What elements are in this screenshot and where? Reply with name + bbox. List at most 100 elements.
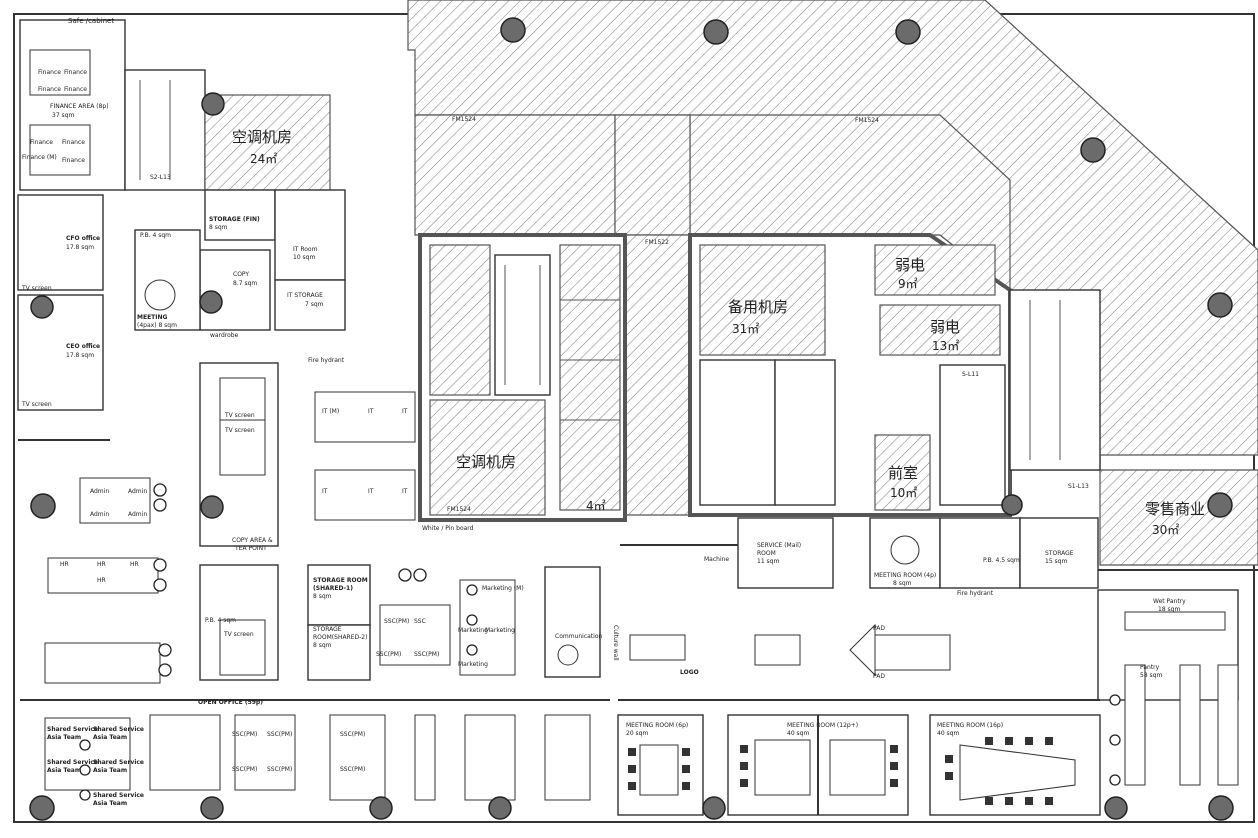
label-front-room: 前室 [888, 464, 919, 482]
label-meeting-12: MEETING ROOM (12p+) [787, 722, 859, 729]
label-storage-shared1-size: 8 sqm [313, 593, 332, 600]
label-ac-room-1: 空调机房 [232, 128, 293, 146]
reception-table [754, 634, 801, 666]
label-ac-room-2: 空调机房 [456, 453, 517, 471]
label-it-1: IT [368, 408, 374, 415]
label-meeting-4-size: (4pax) 8 sqm [137, 322, 177, 329]
label-shaft-2: S1-L13 [1068, 483, 1089, 490]
wet-pantry [1097, 589, 1239, 701]
ac-room-2-hatch [429, 399, 546, 516]
label-pb45: P.B. 4.5 sqm [983, 557, 1020, 564]
label-finance-5: Finance [30, 139, 53, 146]
elevator-hatch [559, 244, 621, 511]
partition-walls [18, 439, 1258, 701]
label-meeting-4p-size: 8 sqm [893, 580, 912, 587]
label-finance-area-size: 37 sqm [52, 112, 75, 119]
round-table-comm [557, 644, 579, 666]
label-it-storage-size: 7 sqm [305, 301, 324, 308]
label-storage-fin: STORAGE (FIN) [209, 216, 260, 223]
label-small-room-size: 4㎡ [586, 499, 606, 513]
label-safe-cabinet: Safe /cabinet [68, 17, 115, 25]
table-12p-b [829, 739, 886, 796]
label-fire-hydrant-1: Fire hydrant [308, 357, 345, 364]
label-asia-team-5: Asia Team [93, 800, 128, 807]
reception-desk [869, 634, 951, 671]
label-finance-2: Finance [64, 69, 87, 76]
label-marketing-3: Marketing [458, 661, 488, 668]
label-service-room: SERVICE (Mail) [757, 542, 802, 549]
stairs-far-right [1009, 289, 1101, 471]
label-shared-service-1: Shared Service [47, 726, 98, 733]
label-pad-2: PAD [873, 673, 885, 680]
stairs-core [494, 254, 551, 396]
label-fm-a: FM1524 [447, 506, 471, 513]
label-storage-shared2-b: ROOM(SHARED-2) [313, 634, 368, 641]
label-wet-pantry-size: 18 sqm [1158, 606, 1181, 613]
weak-room-2-hatch [879, 304, 1001, 356]
label-wardrobe: wardrobe [210, 332, 239, 339]
label-asia-team-3: Asia Team [47, 767, 82, 774]
label-ac-room-1-size: 24㎡ [250, 152, 278, 166]
label-hr-3: HR [130, 561, 139, 568]
label-meeting-16-size: 40 sqm [937, 730, 960, 737]
label-storage-shared1: STORAGE ROOM [313, 577, 368, 584]
culture-bench [629, 634, 686, 661]
shell-area-top-left [414, 114, 616, 236]
label-weak-current-1-size: 9㎡ [898, 277, 918, 291]
label-ssc-pm-1: SSC(PM) [384, 618, 410, 625]
storage-shared-1 [307, 564, 371, 626]
round-table-4p [890, 535, 920, 565]
label-it-storage: IT STORAGE [287, 292, 323, 299]
label-ssc-pm-2: SSC(PM) [376, 651, 402, 658]
label-fm-c: FM1524 [452, 116, 476, 123]
label-it-3: IT [322, 488, 328, 495]
label-cfo-size: 17.8 sqm [66, 244, 95, 251]
label-ssc-pm-6: SSC(PM) [232, 766, 258, 773]
label-service-room-b: ROOM [757, 550, 776, 557]
label-it-room-size: 10 sqm [293, 254, 316, 261]
label-meeting-6-size: 20 sqm [626, 730, 649, 737]
label-wet-pantry: Wet Pantry [1153, 598, 1186, 605]
label-backup-room-size: 31㎡ [732, 322, 760, 336]
reception-fan [849, 623, 876, 677]
label-it-4: IT [368, 488, 374, 495]
label-finance-3: Finance [38, 86, 61, 93]
it-room [274, 189, 346, 281]
label-meeting-4p: MEETING ROOM (4p) [874, 572, 937, 579]
label-fire-hydrant-2: Fire hydrant [957, 590, 994, 597]
label-hr-2: HR [97, 561, 106, 568]
label-hr-4: HR [97, 577, 106, 584]
service-room [737, 517, 834, 589]
label-logo: LOGO [680, 669, 699, 676]
label-finance-area: FINANCE AREA (8p) [50, 103, 109, 110]
table-6p [639, 744, 679, 796]
label-ssc-pm-5: SSC(PM) [267, 731, 293, 738]
storage-shared-2 [307, 624, 371, 681]
label-shared-service-4: Shared Service [93, 759, 144, 766]
desk-clusters [29, 49, 591, 801]
label-ceo-size: 17.8 sqm [66, 352, 95, 359]
label-meeting-16: MEETING ROOM (16p) [937, 722, 1004, 729]
label-backup-room: 备用机房 [728, 298, 789, 316]
label-tv-screen-4: TV screen [225, 427, 255, 434]
label-weak-current-2: 弱电 [930, 318, 961, 336]
label-tv-screen-3: TV screen [225, 412, 255, 419]
stairs-right [939, 364, 1006, 506]
label-pantry: Pantry [1140, 664, 1160, 671]
restroom-2 [774, 359, 836, 506]
label-tv-screen-2: TV screen [22, 401, 52, 408]
label-culture-wall: Culture wall [612, 625, 619, 661]
label-copy-area: COPY AREA & [232, 537, 273, 544]
label-storage-shared2-size: 8 sqm [313, 642, 332, 649]
label-weak-current-1: 弱电 [895, 256, 926, 274]
restroom-1 [699, 359, 776, 506]
label-open-office: OPEN OFFICE (59p) [198, 699, 263, 706]
label-cfo-office: CFO office [66, 235, 101, 242]
shaft-hatch [429, 244, 491, 396]
label-machine: Machine [704, 556, 730, 563]
label-copy-size: 8.7 sqm [233, 280, 258, 287]
front-room-hatch [874, 434, 931, 511]
label-fm-d: FM1524 [855, 117, 879, 124]
label-copy: COPY [233, 271, 250, 278]
